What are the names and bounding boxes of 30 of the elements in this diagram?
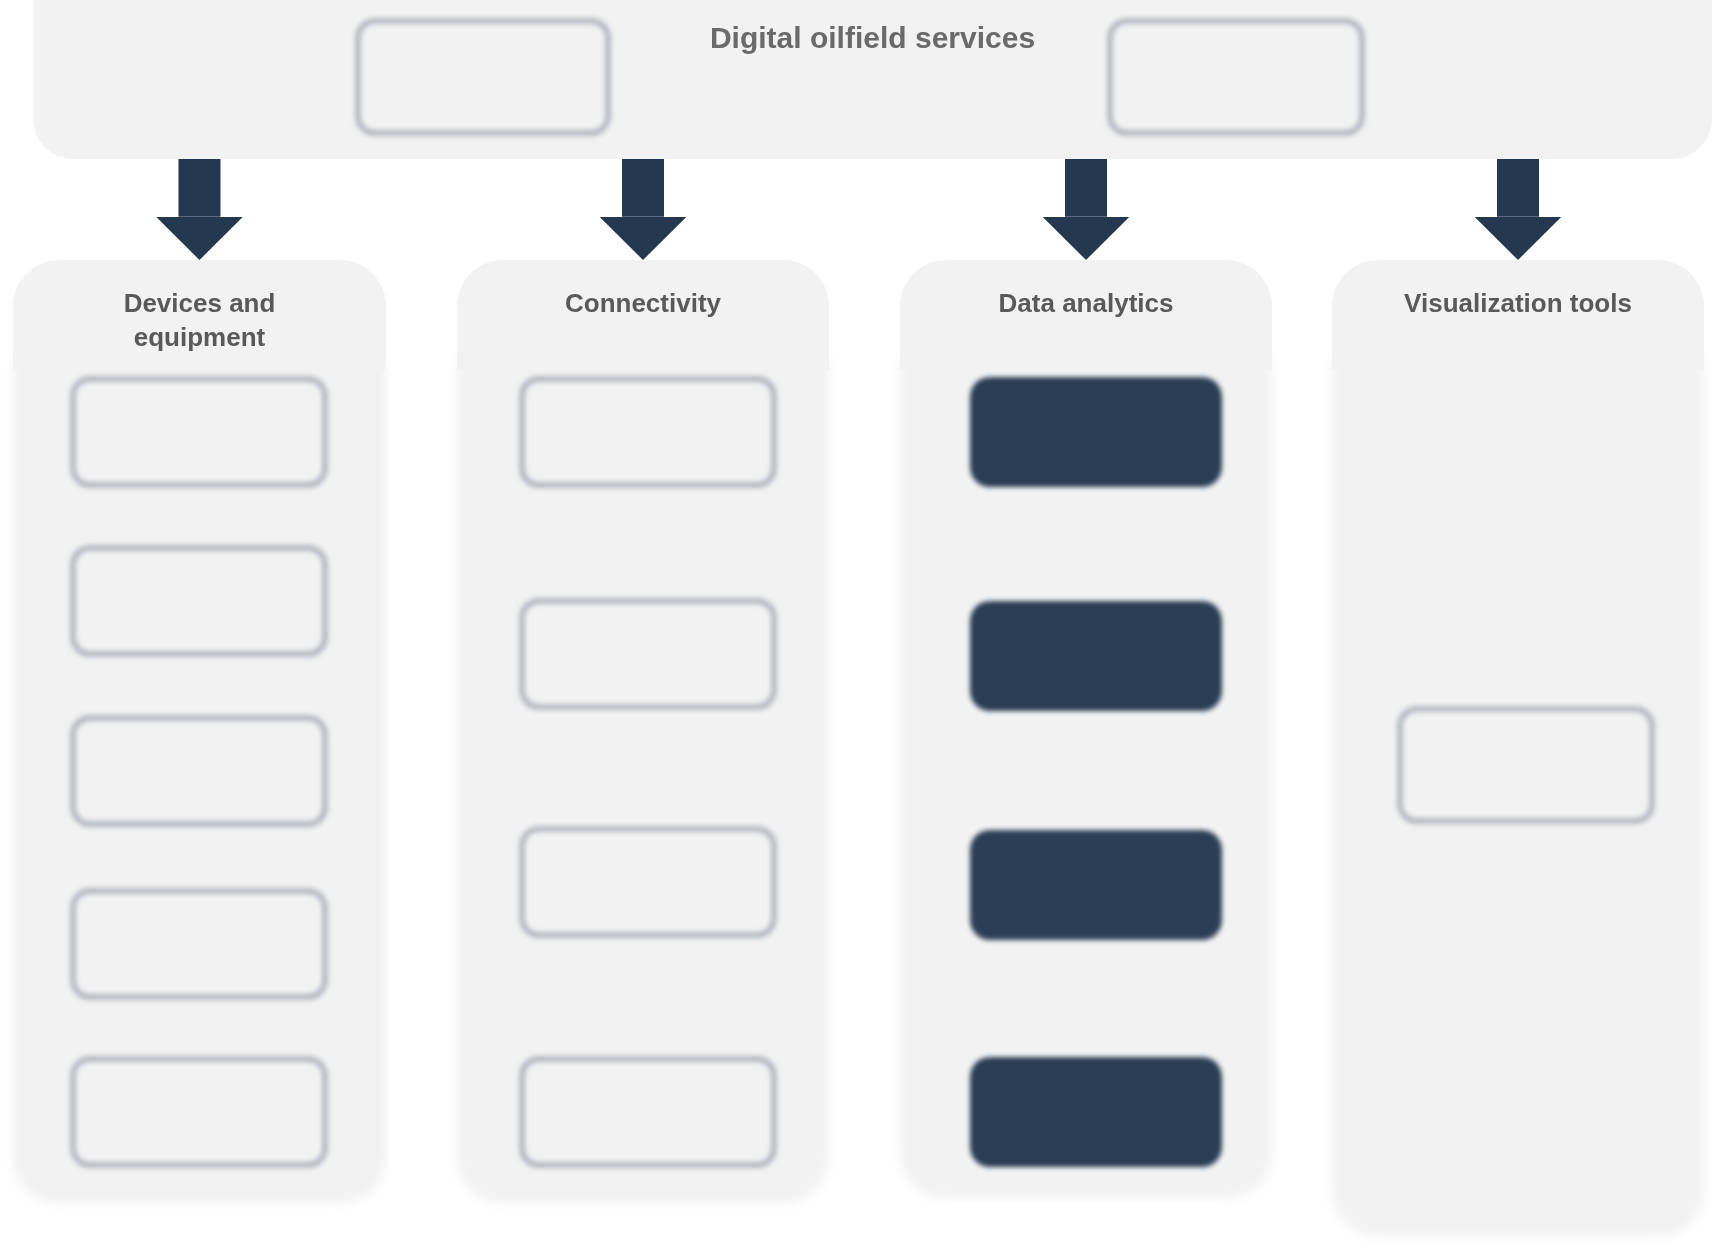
blurred-box <box>70 715 328 827</box>
blurred-box <box>1397 706 1655 824</box>
column-heading: Visualization tools <box>1404 287 1632 320</box>
block-arrow <box>599 159 687 260</box>
blurred-box <box>70 1056 328 1168</box>
column-heading: Data analytics <box>998 287 1174 320</box>
category-column <box>900 260 1272 1198</box>
blurred-box <box>519 826 777 938</box>
blurred-box <box>970 1057 1222 1167</box>
block-arrow <box>1474 159 1562 260</box>
category-column <box>457 260 829 1203</box>
column-heading: Connectivity <box>565 287 721 320</box>
blurred-box <box>1107 18 1365 136</box>
header-band <box>33 0 1712 159</box>
blurred-box <box>970 377 1222 487</box>
band-title: Digital oilfield services <box>709 20 1036 56</box>
blurred-box <box>70 545 328 657</box>
blurred-box <box>519 1056 777 1168</box>
blurred-box <box>70 376 328 488</box>
blurred-box <box>970 601 1222 711</box>
category-column <box>13 260 386 1203</box>
block-arrow <box>1042 159 1130 260</box>
blurred-box <box>70 888 328 1000</box>
blurred-box <box>355 18 611 136</box>
blurred-box <box>519 598 777 710</box>
blurred-box <box>519 376 777 488</box>
category-column <box>1332 260 1704 1236</box>
block-arrow <box>156 159 243 260</box>
column-heading: Devices and equipment <box>122 287 277 354</box>
blurred-box <box>970 830 1222 940</box>
